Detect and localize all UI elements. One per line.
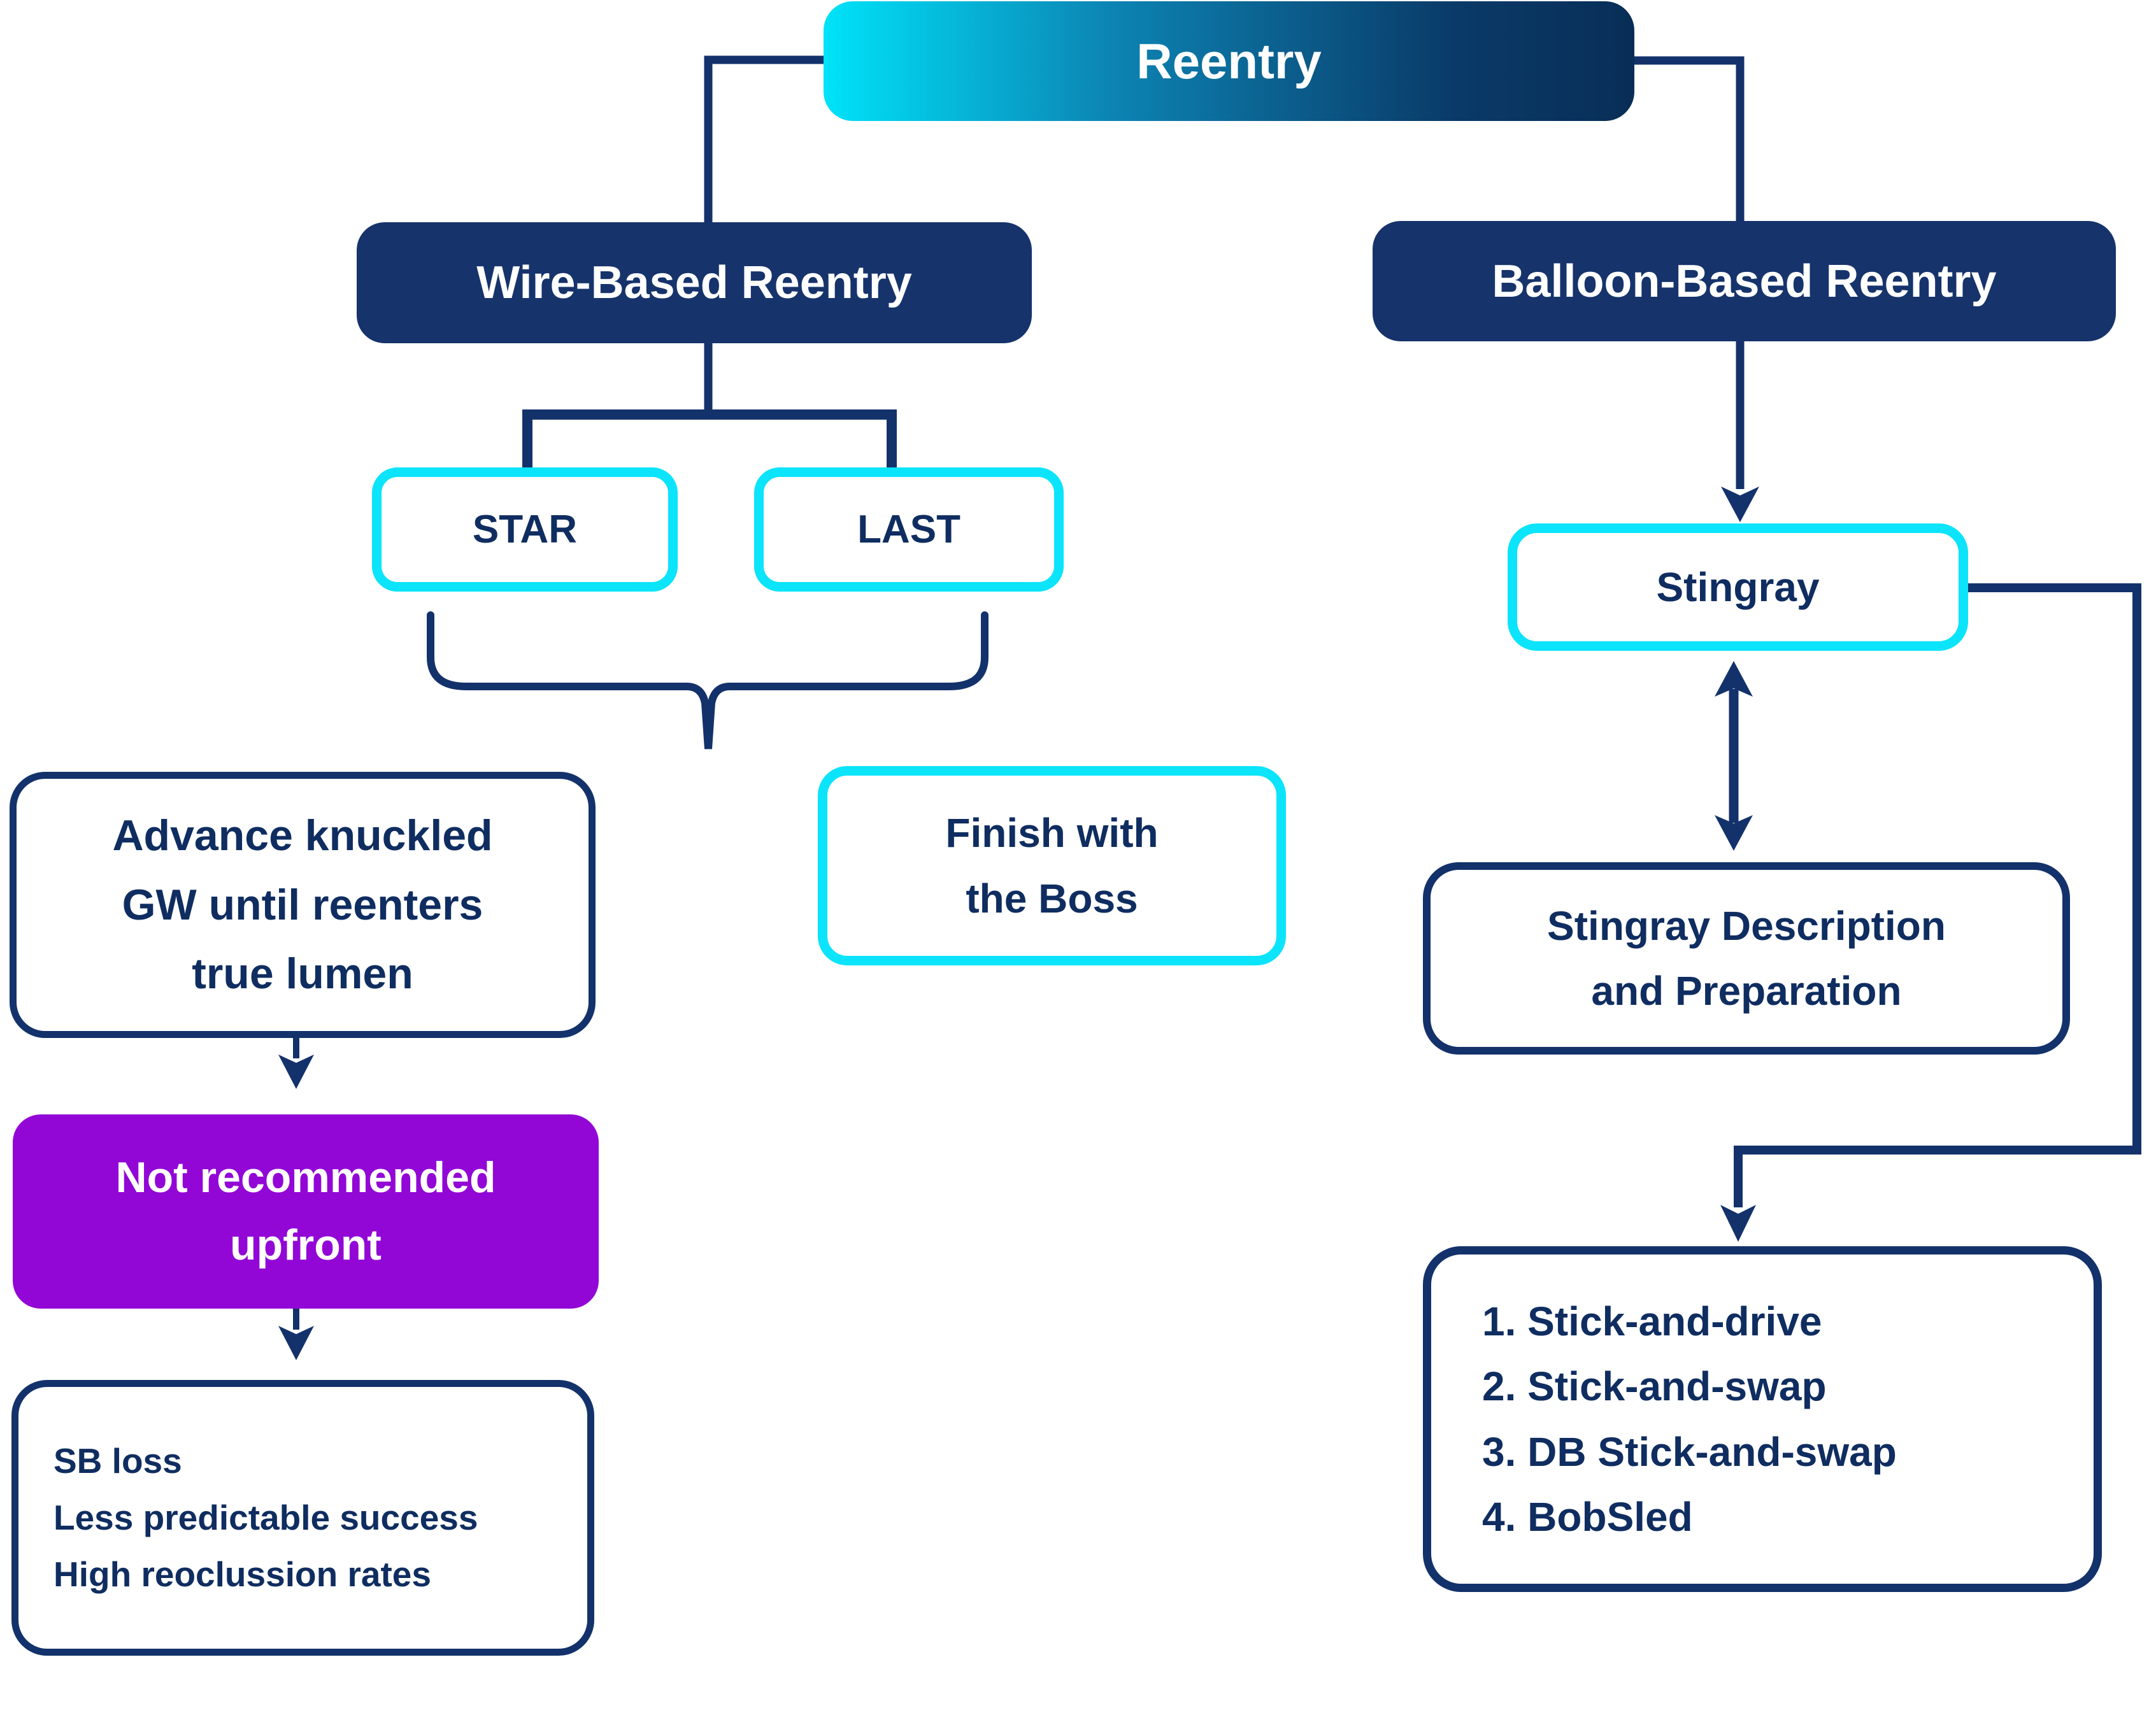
- description-line-2: and Preparation: [1591, 968, 1902, 1014]
- node-reentry: Reentry: [824, 1, 1634, 121]
- risk-less-predictable: Less predictable success: [54, 1497, 478, 1537]
- node-wire-risks: SB loss Less predictable success High re…: [11, 1380, 594, 1656]
- node-balloon-based-reentry: Balloon-Based Reentry: [1373, 221, 2116, 341]
- node-stingray-label: Stingray: [1656, 564, 1820, 610]
- technique-db-stick-and-swap: 3. DB Stick-and-swap: [1482, 1428, 1897, 1475]
- node-star: STAR: [372, 467, 678, 592]
- node-not-recommended: Not recommended upfront: [13, 1114, 599, 1309]
- node-balloon-label: Balloon-Based Reentry: [1492, 255, 1997, 307]
- node-wire-based-reentry: Wire-Based Reentry: [357, 222, 1032, 343]
- connector-split-star-last: [522, 409, 897, 469]
- technique-bobsled: 4. BobSled: [1482, 1493, 1693, 1540]
- node-finish-with-boss: Finish with the Boss: [818, 766, 1286, 965]
- node-star-label: STAR: [472, 508, 578, 551]
- finish-line-2: the Boss: [966, 875, 1138, 921]
- notrec-line-1: Not recommended: [115, 1153, 496, 1202]
- technique-stick-and-drive: 1. Stick-and-drive: [1482, 1298, 1822, 1344]
- advance-line-3: true lumen: [192, 949, 413, 999]
- notrec-line-2: upfront: [230, 1220, 382, 1269]
- arrowhead-notrec: [278, 1055, 314, 1089]
- arrowhead-down-description: [1715, 815, 1753, 851]
- node-stingray-techniques: 1. Stick-and-drive 2. Stick-and-swap 3. …: [1423, 1246, 2102, 1592]
- description-line-1: Stingray Description: [1547, 902, 1946, 949]
- advance-line-2: GW until reenters: [122, 880, 483, 929]
- risk-sb-loss: SB loss: [54, 1440, 182, 1481]
- arrowhead-stingray: [1721, 487, 1759, 522]
- brace-star-last: [427, 611, 989, 750]
- advance-line-1: Advance knuckled: [112, 811, 493, 860]
- risk-high-reocclusion: High reoclussion rates: [54, 1554, 431, 1595]
- node-reentry-label: Reentry: [1136, 32, 1322, 89]
- node-advance-knuckled-gw: Advance knuckled GW until reenters true …: [10, 772, 596, 1038]
- arrowhead-up-stingray: [1715, 661, 1753, 697]
- connector-reentry-to-wire: [704, 55, 824, 224]
- connector-stingray-to-techniques: [1734, 583, 2141, 1207]
- technique-stick-and-swap: 2. Stick-and-swap: [1482, 1363, 1827, 1410]
- node-last: LAST: [754, 467, 1064, 592]
- node-last-label: LAST: [857, 508, 960, 551]
- finish-line-1: Finish with: [945, 810, 1159, 856]
- node-stingray-description: Stingray Description and Preparation: [1423, 862, 2070, 1055]
- arrowhead-techniques: [1720, 1205, 1756, 1242]
- node-wire-label: Wire-Based Reentry: [476, 257, 912, 308]
- arrowhead-risks: [278, 1326, 314, 1360]
- node-stingray: Stingray: [1508, 523, 1968, 651]
- connector-reentry-to-balloon: [1632, 56, 1745, 223]
